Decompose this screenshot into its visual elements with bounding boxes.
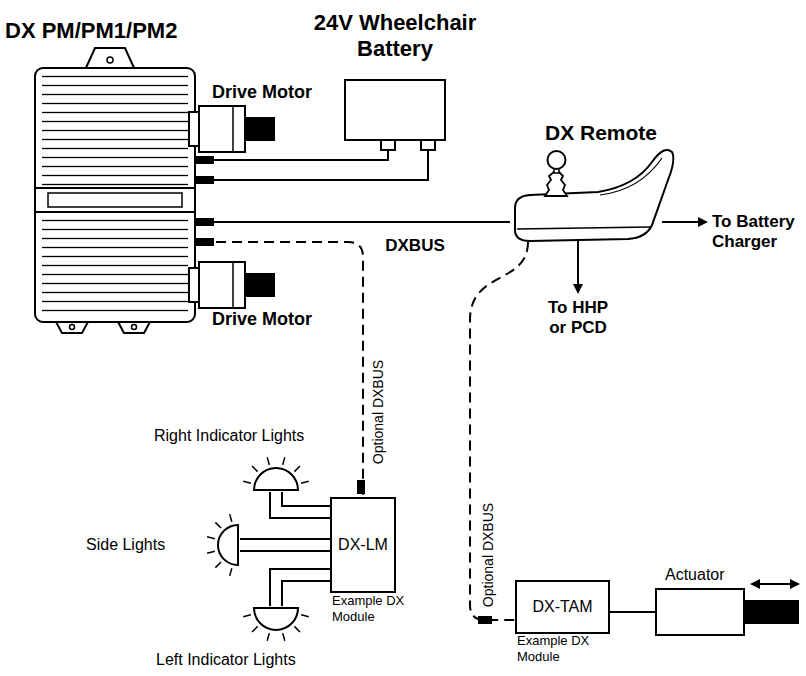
module-note: Example DX Module [332,593,422,624]
label-plate [48,193,182,207]
motion-arrow [756,583,792,585]
drive-motor: Drive Motor [190,82,322,150]
motor-label: Drive Motor [212,309,312,331]
pointer-label: To Battery Charger [712,212,804,253]
motor-seam [232,106,234,152]
light-label: Side Lights [86,535,165,554]
cable-inner [240,540,330,550]
module-name: DX-TAM [517,597,608,616]
joystick-knob [548,151,566,169]
lamp-dome [218,525,238,565]
label-band [35,188,195,212]
remote-body [515,150,673,241]
dx-module-box: DX-TAMExample DX Module [515,580,610,634]
dx-module-box: DX-LMExample DX Module [330,497,396,593]
wire [200,151,428,180]
lamp-dome [254,468,298,490]
wire [200,151,388,160]
mount-hole [132,325,137,330]
side-light: Side Lights [80,525,240,565]
bus-label: DXBUS [383,236,447,256]
bus-label: Optional DXBUS [370,358,387,466]
light-label: Right Indicator Lights [154,426,304,445]
motor-seam [232,262,234,308]
motor-body [199,262,245,308]
actuator-box: Actuator [655,588,745,636]
lamp-cable [276,575,330,606]
remote-back-line [600,158,662,195]
pointer-label: To HHP or PCD [540,298,616,339]
indicator-light: Left Indicator Lights [150,606,340,672]
battery-terminal [381,140,395,150]
battery: 24V Wheelchair Battery [290,8,500,151]
motor-flange [189,268,199,302]
light-rays [243,615,309,641]
arrow-head [790,579,800,589]
optional-bus-line [200,242,363,497]
cable-outline [276,492,330,512]
dx-remote: DX Remote [510,118,675,242]
actuator-label: Actuator [665,565,725,584]
lamp-cable [240,545,330,546]
cooling-fins [42,214,188,316]
remote-seam [517,227,650,229]
lamp-cable [276,492,330,512]
optional-bus-line [470,242,528,620]
actuator-rod [745,600,799,624]
cable-outline [276,575,330,606]
module-heading: DX PM/PM1/PM2 [5,18,177,44]
cooling-fins [42,74,188,186]
drive-motor: Drive Motor [190,258,322,333]
lamp-dome [254,608,298,630]
power-module: DX PM/PM1/PM2 [5,18,200,333]
battery-heading: 24V Wheelchair Battery [290,10,500,63]
cable-inner [276,575,330,606]
arrow-head [698,217,708,227]
motor-flange [189,112,199,146]
module-housing [35,68,195,322]
wire [610,611,655,613]
cable-inner [276,492,330,512]
light-rays [243,457,309,483]
motor-body [199,106,245,152]
battery-terminal [421,140,435,150]
battery-case [345,80,445,140]
mount-tab [85,48,135,70]
motor-shaft [245,117,275,141]
light-rays [207,514,232,576]
wire [200,221,510,223]
bus-label: Optional DXBUS [480,501,497,609]
module-note: Example DX Module [517,633,607,664]
light-label: Left Indicator Lights [156,650,296,669]
module-name: DX-LM [332,535,394,554]
mount-hole [107,57,113,63]
indicator-light: Right Indicator Lights [150,426,340,492]
arrow-head [750,579,760,589]
arrow-head [573,284,583,294]
joystick-boot [545,172,567,196]
pointer-line [577,241,579,286]
remote-heading: DX Remote [545,120,657,145]
mount-hole [70,325,75,330]
pointer-line [662,221,700,223]
cable-outline [240,538,330,552]
motor-label: Drive Motor [212,82,312,104]
motor-shaft [245,273,275,297]
